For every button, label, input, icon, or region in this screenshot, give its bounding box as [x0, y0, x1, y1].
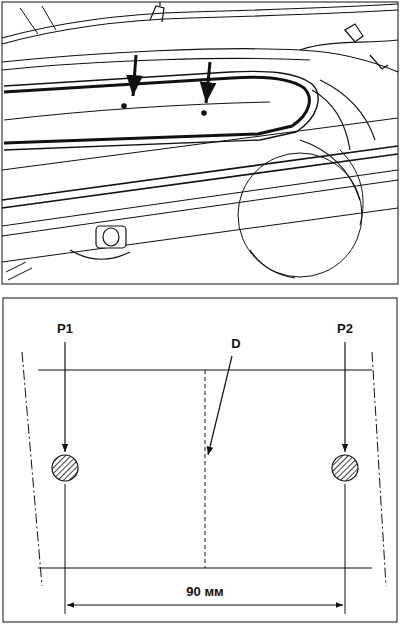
underbody-view — [2, 2, 398, 284]
dimension-label: 90 мм — [184, 584, 225, 599]
point-label: D — [229, 336, 242, 351]
point-label: P1 — [55, 321, 75, 336]
point-label: P2 — [335, 321, 355, 336]
marking-scheme — [3, 298, 397, 622]
